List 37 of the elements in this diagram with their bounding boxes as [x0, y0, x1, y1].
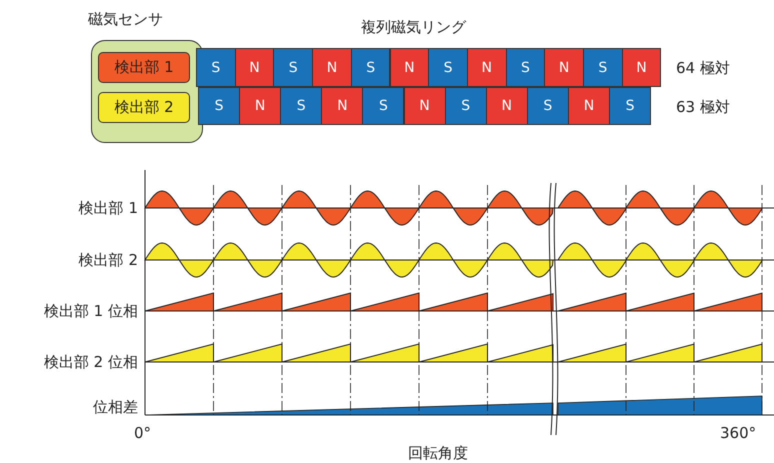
- magnet-pole: S: [428, 48, 468, 87]
- magnet-pole: S: [609, 87, 652, 125]
- magnet-pole: N: [568, 87, 610, 125]
- magnet-pole: N: [622, 48, 662, 87]
- magnet-pole: N: [404, 87, 446, 125]
- axis-tick-label: 0°: [134, 424, 152, 442]
- magnet-pole: S: [196, 48, 236, 87]
- row-label: 検出部 2 位相: [44, 353, 138, 371]
- row-label: 検出部 1: [78, 199, 138, 217]
- detector-box: 検出部 1: [98, 52, 190, 83]
- magnet-pole: S: [444, 87, 487, 125]
- ring-heading: 複列磁気リング: [361, 18, 466, 36]
- magnet-pole: S: [273, 48, 314, 87]
- magnet-pole: N: [486, 87, 528, 125]
- row-label: 位相差: [93, 398, 138, 416]
- axis-title: 回転角度: [408, 444, 468, 462]
- magnet-pole: N: [321, 87, 364, 125]
- axis-tick-label: 360°: [720, 424, 756, 442]
- magnet-pole: N: [239, 87, 282, 125]
- detector-box: 検出部 2: [98, 92, 190, 123]
- sensor-heading: 磁気センサ: [88, 10, 163, 28]
- magnet-pole: S: [506, 48, 546, 87]
- pole-count-label: 64 極対: [676, 59, 730, 77]
- magnet-pole: N: [466, 48, 507, 87]
- magnet-pole: S: [526, 87, 569, 125]
- magnet-pole: S: [350, 48, 390, 87]
- row-label: 検出部 2: [78, 251, 138, 269]
- row-label: 検出部 1 位相: [44, 302, 138, 320]
- magnet-pole: S: [583, 48, 623, 87]
- magnet-pole: S: [362, 87, 404, 125]
- pole-count-label: 63 極対: [676, 98, 730, 116]
- magnet-pole: N: [544, 48, 584, 87]
- magnet-pole: N: [234, 48, 274, 87]
- magnet-pole: S: [198, 87, 240, 125]
- magnet-pole: S: [280, 87, 322, 125]
- magnet-pole: N: [390, 48, 430, 87]
- magnet-pole: N: [312, 48, 352, 87]
